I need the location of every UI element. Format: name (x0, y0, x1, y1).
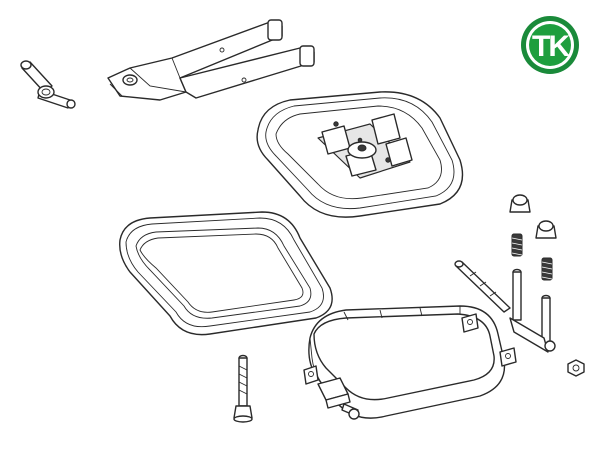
logo-text: TK (532, 30, 570, 63)
hex-nut (567, 359, 585, 377)
wing-bolt (20, 60, 76, 109)
fork-bracket (107, 19, 315, 101)
gasket-ring (119, 211, 333, 336)
spring-2 (541, 257, 553, 281)
threaded-rod (454, 260, 511, 313)
hardware-kit (454, 194, 585, 377)
u-bolt (509, 268, 556, 353)
acorn-nut-1 (509, 194, 531, 213)
base-band (303, 305, 517, 420)
logo-disc (529, 24, 571, 66)
top-lid (256, 91, 464, 218)
long-bolt (233, 354, 253, 423)
tk-logo: TK (521, 16, 579, 74)
spring-1 (511, 233, 523, 257)
acorn-nut-2 (535, 220, 557, 239)
